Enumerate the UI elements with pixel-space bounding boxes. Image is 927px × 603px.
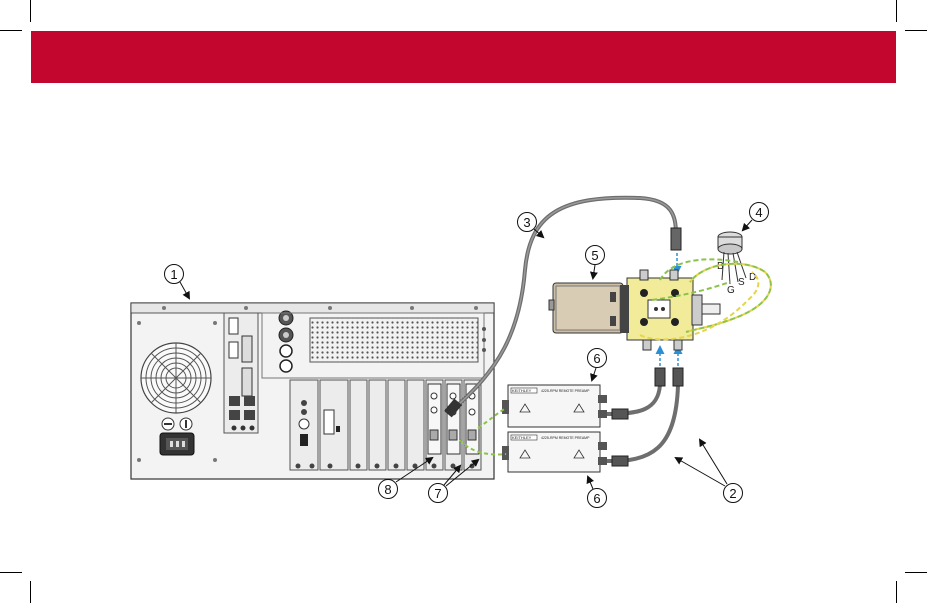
callout-6-top: 6 (587, 348, 607, 382)
cable-3-connector (670, 227, 682, 251)
callout-6-bottom: 6 (586, 475, 607, 508)
audio-ports (278, 310, 294, 373)
crop-mark-left-top (0, 30, 22, 31)
pin-d-label: D (749, 272, 756, 283)
callout-2: 2 (674, 438, 743, 503)
callout-label: 8 (384, 482, 391, 497)
crop-mark-bottom-right (896, 581, 897, 603)
callout-label: 3 (523, 215, 530, 230)
title-banner (31, 31, 896, 83)
device-under-test-icon (717, 231, 747, 285)
instrument-cards (427, 383, 480, 455)
callout-3: 3 (517, 212, 545, 239)
cable-2-bottom (606, 384, 680, 464)
callout-1: 1 (164, 264, 190, 300)
pin-b-label: B (717, 261, 724, 272)
callout-label: 7 (434, 486, 441, 501)
test-fixture-lid (548, 282, 624, 334)
callout-5: 5 (585, 245, 605, 280)
dut-wires (639, 258, 772, 341)
callout-label: 2 (729, 486, 736, 501)
crop-mark-right-top (905, 30, 927, 31)
preamp-control-cable-top (477, 407, 507, 429)
callout-8: 8 (378, 456, 434, 499)
crop-mark-bottom-left (30, 581, 31, 603)
callout-4: 4 (741, 202, 769, 232)
callout-label: 4 (755, 205, 762, 220)
power-inlet-icon (159, 432, 195, 456)
test-fixture-base (620, 269, 721, 351)
callout-label: 1 (170, 267, 177, 282)
computer-chassis (130, 302, 495, 480)
crop-mark-top-right (896, 0, 897, 22)
preamp-brand-label: KEITHLEY (512, 388, 532, 393)
crop-mark-right-bottom (905, 572, 927, 573)
preamp-control-cable-bottom (459, 439, 507, 456)
callout-7: 7 (428, 458, 480, 503)
vent-grille (309, 317, 479, 363)
remote-preamp-bottom: KEITHLEY 4225-RPM REMOTE PREAMP (502, 431, 607, 473)
pin-s-label: S (738, 277, 745, 288)
io-panel (223, 312, 259, 434)
pin-g-label: G (727, 285, 735, 296)
callout-label: 6 (593, 351, 600, 366)
remote-preamp-top: KEITHLEY 4225-RPM REMOTE PREAMP (502, 384, 607, 428)
callout-label: 6 (593, 491, 600, 506)
crop-mark-left-bottom (0, 572, 22, 573)
psu-fan-icon (140, 342, 212, 414)
preamp-brand-label: KEITHLEY (512, 435, 532, 440)
callout-label: 5 (591, 248, 598, 263)
preamp-model-label: 4225-RPM REMOTE PREAMP (541, 436, 590, 440)
preamp-model-label: 4225-RPM REMOTE PREAMP (541, 389, 590, 393)
crop-mark-top-left (30, 0, 31, 22)
